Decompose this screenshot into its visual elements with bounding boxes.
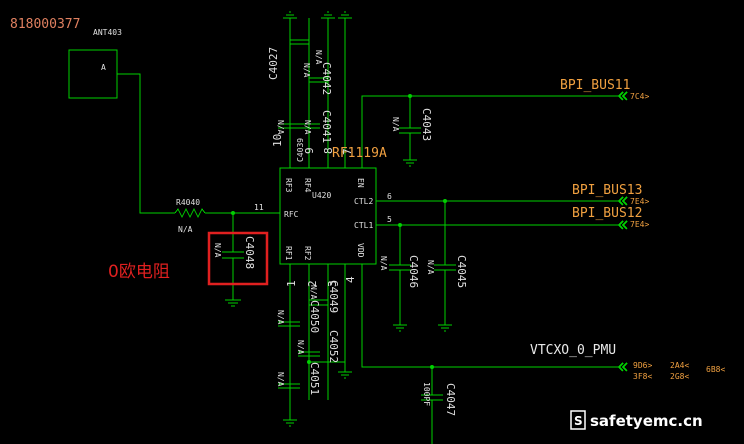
net-vtcxo-ref-3: 6B8< xyxy=(706,365,725,374)
c4041-ref: C4041 xyxy=(320,110,333,143)
ic-value: RF1119A xyxy=(332,146,387,161)
c4050-value: N/A xyxy=(276,310,285,325)
pin-num-3: 3 xyxy=(326,280,339,287)
pin-label-rf1: RF1 xyxy=(284,246,293,261)
c4049-value: N/A xyxy=(309,285,318,300)
c4050-ref: C4050 xyxy=(308,300,321,333)
pin7-en-wire xyxy=(361,95,618,168)
antenna-feed-wire xyxy=(117,73,175,214)
net-bpi13-ref: 7E4> xyxy=(630,197,649,206)
net-vtcxo-ref-1: 9D6> xyxy=(633,361,652,370)
c4047-value: 100PF xyxy=(422,382,431,406)
net-bpi12-ref: 7E4> xyxy=(630,220,649,229)
c4039-ref: C4039 xyxy=(296,138,305,162)
c4052-value: N/A xyxy=(296,340,305,355)
c4048-ref: C4048 xyxy=(243,236,256,269)
pin-num-7: 7 xyxy=(341,148,354,155)
ic-ref: U420 xyxy=(312,191,331,200)
net-bpi11-ref: 7C4> xyxy=(630,92,649,101)
net-vtcxo-ref-2: 2A4< xyxy=(670,361,689,370)
pin-num-2: 2 xyxy=(306,280,319,287)
net-vtcxo-ref-5: 2G8< xyxy=(670,372,689,381)
c4052-ref: C4052 xyxy=(327,330,340,363)
pin-num-9: 9 xyxy=(303,147,316,154)
c4027-value: N/A xyxy=(302,63,311,78)
pin-label-rf4: RF4 xyxy=(303,178,312,193)
vdd-wire xyxy=(361,264,618,368)
pin-label-vdd: VDD xyxy=(356,243,365,258)
annotation-zero-ohm: 0欧电阻 xyxy=(108,262,170,282)
pin-num-1: 1 xyxy=(285,280,298,287)
c4051-value: N/A xyxy=(276,372,285,387)
r4040-ref: R4040 xyxy=(176,198,200,207)
net-bpi11-name: BPI_BUS11 xyxy=(560,78,630,93)
c4047-ref: C4047 xyxy=(444,383,457,416)
c4043-ref: C4043 xyxy=(420,108,433,141)
watermark-logo-icon xyxy=(570,410,586,430)
pin-num-4: 4 xyxy=(344,276,357,283)
c4045-ref: C4045 xyxy=(455,255,468,288)
net-bpi13-name: BPI_BUS13 xyxy=(572,183,642,198)
highlight-box xyxy=(207,231,269,286)
r4040-value: N/A xyxy=(178,225,193,234)
c4042-value: N/A xyxy=(314,50,323,65)
pin-label-rfc: RFC xyxy=(284,210,299,219)
c4027-ref: C4027 xyxy=(267,47,280,80)
resistor-r4040 xyxy=(174,207,206,219)
pin-num-5: 5 xyxy=(387,215,392,224)
pin-label-rf2: RF2 xyxy=(303,246,312,261)
c4046-ref: C4046 xyxy=(407,255,420,288)
net-bpi12-name: BPI_BUS12 xyxy=(572,206,642,221)
net-vtcxo-name: VTCXO_0_PMU xyxy=(530,343,616,358)
pin-label-en: EN xyxy=(356,178,365,188)
c4051-ref: C4051 xyxy=(308,362,321,395)
antenna-ref: ANT403 xyxy=(93,28,122,37)
pin-num-10: 10 xyxy=(271,134,284,147)
c4041-value: N/A xyxy=(303,120,312,135)
pin-num-8: 8 xyxy=(322,147,335,154)
c4039-value: N/A xyxy=(276,120,285,135)
c4043-value: N/A xyxy=(391,117,400,132)
c4049-ref: C4049 xyxy=(327,280,340,313)
pin-label-rf3: RF3 xyxy=(284,178,293,193)
watermark-logo-glyph: S xyxy=(574,414,583,428)
pin-num-6: 6 xyxy=(387,192,392,201)
pin-num-11: 11 xyxy=(254,203,264,212)
c4048-value: N/A xyxy=(213,243,222,258)
c4045-value: N/A xyxy=(426,260,435,275)
offpage-connectors xyxy=(617,91,628,372)
antenna-pin-label: A xyxy=(101,63,106,72)
pin-label-ctl1: CTL1 xyxy=(354,221,373,230)
net-vtcxo-ref-4: 3F8< xyxy=(633,372,652,381)
pin-label-ctl2: CTL2 xyxy=(354,197,373,206)
junctions xyxy=(231,94,447,369)
watermark: safetyemc.cn xyxy=(590,412,703,430)
c4046-value: N/A xyxy=(379,256,388,271)
wires xyxy=(68,11,618,444)
top-label: 818000377 xyxy=(10,17,80,32)
antenna-box xyxy=(68,49,118,99)
c4042-ref: C4042 xyxy=(320,62,333,95)
